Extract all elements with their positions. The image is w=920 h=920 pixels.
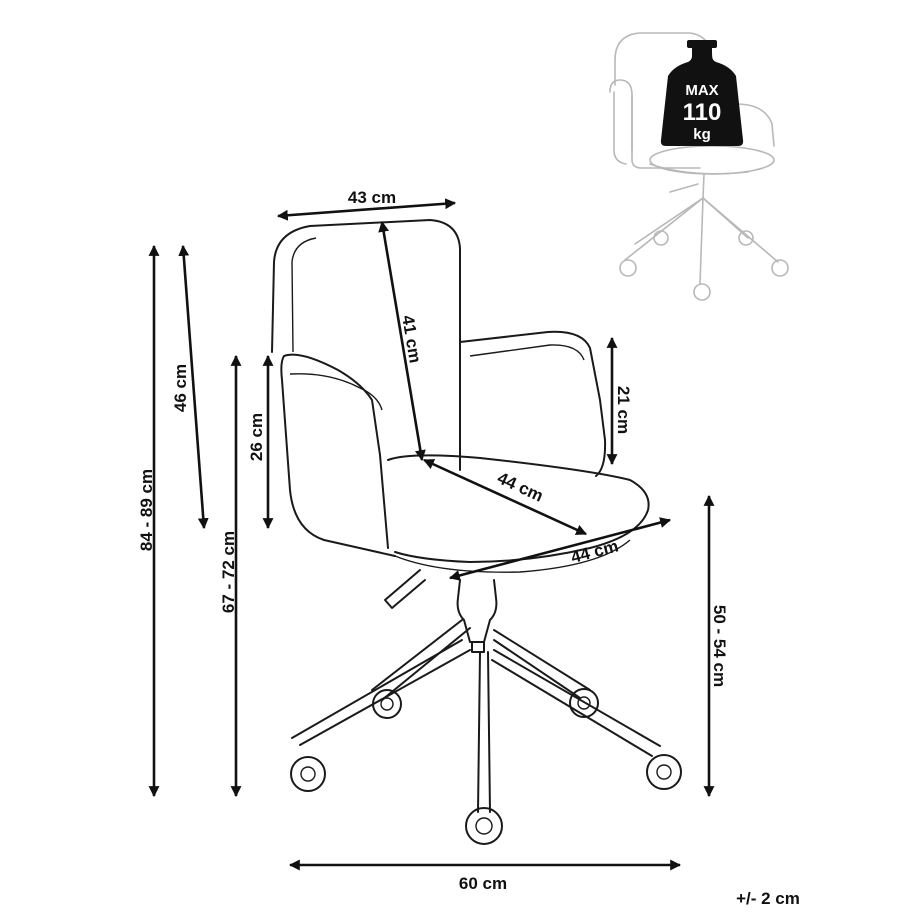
total-height-label: 84 - 89 cm — [137, 469, 156, 551]
backrest — [271, 219, 461, 471]
backrest-height-label: 46 cm — [171, 364, 190, 412]
star-base — [291, 619, 661, 813]
armrest-shell — [283, 353, 389, 549]
thumbnail-chair — [609, 32, 789, 301]
base-width-label: 60 cm — [459, 874, 507, 893]
right-armrest — [459, 330, 607, 477]
casters — [290, 688, 682, 845]
gas-lift — [456, 579, 498, 643]
seat-height-label: 50 - 54 cm — [710, 605, 729, 687]
back-depth-label: 41 cm — [398, 314, 425, 365]
back-width-label: 43 cm — [348, 188, 396, 207]
max-load-line2: 110 — [683, 99, 722, 126]
dimension-lines — [148, 198, 715, 871]
seat-depth-label: 44 cm — [494, 468, 546, 505]
armrest-inner-height-label: 26 cm — [247, 413, 266, 461]
max-load-weight-icon: MAX 110 kg — [660, 40, 744, 146]
armrest-seat-height-label: 21 cm — [614, 386, 633, 434]
armrest-floor-height-label: 67 - 72 cm — [219, 531, 238, 613]
seat-width-label: 44 cm — [569, 536, 620, 567]
max-load-line3: kg — [693, 126, 711, 143]
max-load-line1: MAX — [685, 82, 718, 99]
tolerance-note: +/- 2 cm — [736, 889, 800, 908]
